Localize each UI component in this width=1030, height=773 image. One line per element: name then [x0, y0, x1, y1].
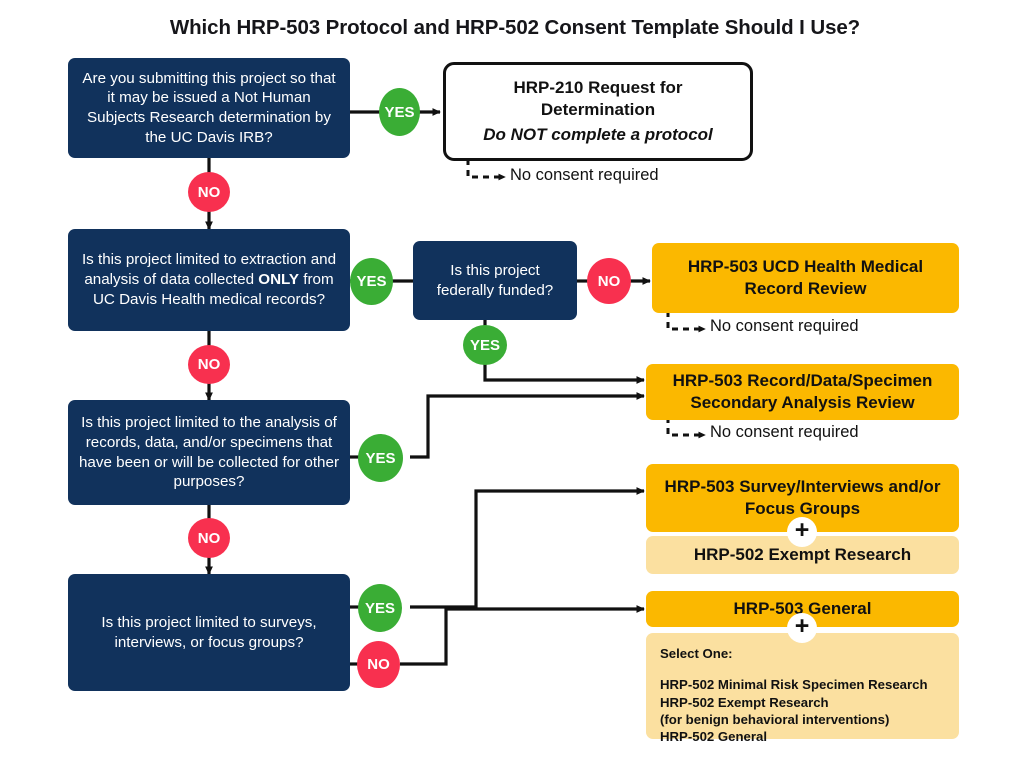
question-box-federally-funded[interactable]: Is this project federally funded? — [413, 241, 577, 320]
badge-no-medical-records[interactable]: NO — [188, 345, 230, 384]
no-consent-note-secondary: No consent required — [710, 423, 859, 441]
question-box-nhsr[interactable]: Are you submitting this project so that … — [68, 58, 350, 158]
badge-yes-federally-funded[interactable]: YES — [463, 325, 507, 365]
question-box-secondary-analysis[interactable]: Is this project limited to the analysis … — [68, 400, 350, 505]
select-option-2: (for benign behavioral interventions) — [660, 712, 890, 727]
badge-no-nhsr[interactable]: NO — [188, 172, 230, 212]
no-consent-note-ucd-health: No consent required — [710, 317, 859, 335]
question-box-medical-records[interactable]: Is this project limited to extraction an… — [68, 229, 350, 331]
outcome-secondary-analysis-review[interactable]: HRP-503 Record/Data/Specimen Secondary A… — [646, 364, 959, 420]
outcome-survey-title: HRP-503 Survey/Interviews and/or Focus G… — [664, 476, 941, 518]
outcome-hrp210-title: HRP-210 Request for Determination — [513, 77, 683, 119]
outcome-general-title: HRP-503 General — [733, 598, 872, 618]
page-title: Which HRP-503 Protocol and HRP-502 Conse… — [169, 16, 861, 39]
consent-exempt-title: HRP-502 Exempt Research — [693, 544, 912, 564]
select-option-3: HRP-502 General — [660, 729, 768, 745]
select-one-heading: Select One: — [660, 646, 733, 661]
question-medical-records-text: Is this project limited to extraction an… — [81, 251, 337, 308]
no-consent-note-hrp210: No consent required — [510, 166, 659, 184]
outcome-ucd-health-medical-record-review[interactable]: HRP-503 UCD Health Medical Record Review — [652, 243, 959, 313]
badge-no-surveys[interactable]: NO — [357, 641, 400, 688]
outcome-ucd-health-title: HRP-503 UCD Health Medical Record Review — [687, 256, 924, 298]
badge-no-secondary-analysis[interactable]: NO — [188, 518, 230, 558]
badge-yes-secondary-analysis[interactable]: YES — [358, 434, 403, 482]
outcome-hrp210-note: Do NOT complete a protocol — [483, 125, 713, 145]
select-option-1: HRP-502 Exempt Research — [660, 694, 829, 710]
question-box-surveys[interactable]: Is this project limited to surveys, inte… — [68, 574, 350, 691]
question-surveys-text: Is this project limited to surveys, inte… — [101, 613, 317, 651]
question-federally-funded-text: Is this project federally funded? — [436, 261, 554, 299]
question-nhsr-text: Are you submitting this project so that … — [82, 69, 336, 146]
outcome-hrp210[interactable]: HRP-210 Request for Determination Do NOT… — [443, 62, 753, 161]
question-secondary-analysis-text: Is this project limited to the analysis … — [78, 414, 340, 491]
badge-yes-surveys[interactable]: YES — [358, 584, 402, 632]
consent-template-select-one[interactable]: Select One: HRP-502 Minimal Risk Specime… — [646, 633, 959, 744]
plus-icon-survey: + — [787, 517, 817, 547]
plus-icon-general: + — [787, 613, 817, 643]
badge-yes-nhsr[interactable]: YES — [379, 88, 420, 136]
badge-no-federally-funded[interactable]: NO — [587, 258, 631, 304]
select-option-0: HRP-502 Minimal Risk Specimen Research — [660, 677, 928, 693]
outcome-secondary-title: HRP-503 Record/Data/Specimen Secondary A… — [672, 370, 933, 412]
badge-yes-medical-records[interactable]: YES — [350, 258, 393, 305]
